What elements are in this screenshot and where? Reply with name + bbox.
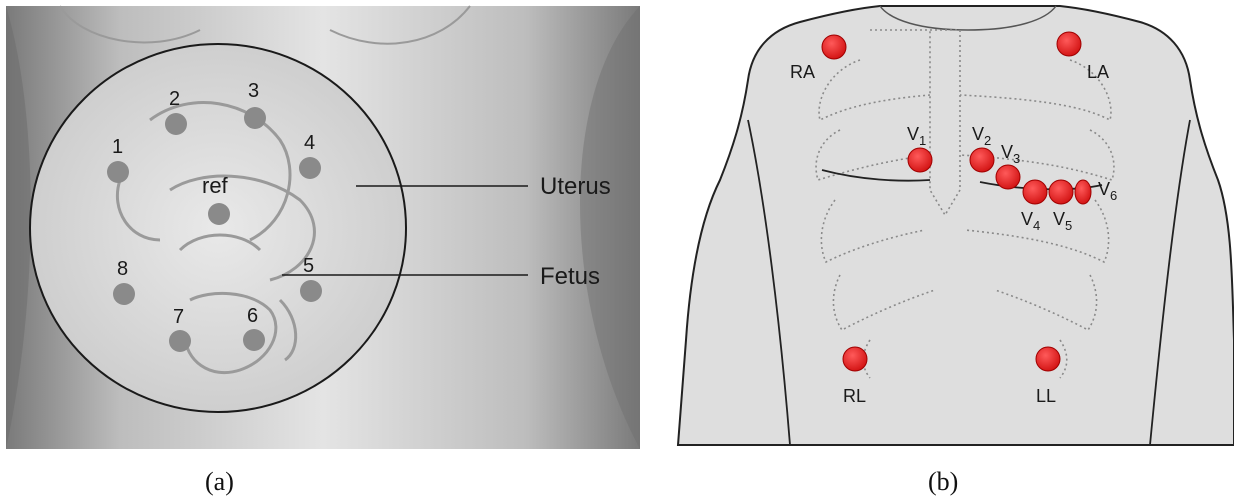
electrode-ra <box>822 35 846 59</box>
electrode-7 <box>169 330 191 352</box>
label-ra: RA <box>790 62 815 82</box>
electrode-1-label: 1 <box>112 136 123 158</box>
electrode-7-label: 7 <box>173 306 184 328</box>
label-v3-letter: V <box>1001 142 1013 162</box>
electrode-8-label: 8 <box>117 258 128 280</box>
electrode-8 <box>113 283 135 305</box>
electrode-la <box>1057 32 1081 56</box>
caption-a: (a) <box>205 467 234 496</box>
panel-a: Uterus Fetus 1 2 3 4 ref 5 6 7 8 (a) <box>6 6 640 496</box>
label-la: LA <box>1087 62 1109 82</box>
uterus-outline <box>30 44 406 412</box>
label-v1-letter: V <box>907 124 919 144</box>
panel-b: RA LA V1 V2 V3 V4 V5 V6 RL LL (b) <box>678 6 1234 496</box>
electrode-ref <box>208 203 230 225</box>
electrode-2-label: 2 <box>169 88 180 110</box>
electrode-3-label: 3 <box>248 80 259 102</box>
label-v4-sub: 4 <box>1033 218 1040 233</box>
electrode-ll <box>1036 347 1060 371</box>
electrode-v1 <box>908 148 932 172</box>
label-v2-sub: 2 <box>984 133 991 148</box>
electrode-6 <box>243 329 265 351</box>
electrode-rl <box>843 347 867 371</box>
electrode-2 <box>165 113 187 135</box>
torso-outline <box>678 6 1234 445</box>
electrode-ref-label: ref <box>202 173 229 198</box>
electrode-5-label: 5 <box>303 255 314 277</box>
electrode-6-label: 6 <box>247 305 258 327</box>
label-v3-sub: 3 <box>1013 151 1020 166</box>
uterus-label: Uterus <box>540 173 611 200</box>
electrode-v5 <box>1049 180 1073 204</box>
electrode-v3 <box>996 165 1020 189</box>
label-rl: RL <box>843 386 866 406</box>
electrode-3 <box>244 107 266 129</box>
label-v6-sub: 6 <box>1110 188 1117 203</box>
electrode-5 <box>300 280 322 302</box>
fetus-label: Fetus <box>540 263 600 290</box>
label-v2-letter: V <box>972 124 984 144</box>
label-v5-sub: 5 <box>1065 218 1072 233</box>
label-v6-letter: V <box>1098 179 1110 199</box>
electrode-v2 <box>970 148 994 172</box>
electrode-4-label: 4 <box>304 132 315 154</box>
label-v5-letter: V <box>1053 209 1065 229</box>
label-v4-letter: V <box>1021 209 1033 229</box>
caption-b: (b) <box>928 467 958 496</box>
label-v1-sub: 1 <box>919 133 926 148</box>
electrode-v6 <box>1075 180 1091 204</box>
electrode-1 <box>107 161 129 183</box>
electrode-v4 <box>1023 180 1047 204</box>
electrode-4 <box>299 157 321 179</box>
label-ll: LL <box>1036 386 1056 406</box>
